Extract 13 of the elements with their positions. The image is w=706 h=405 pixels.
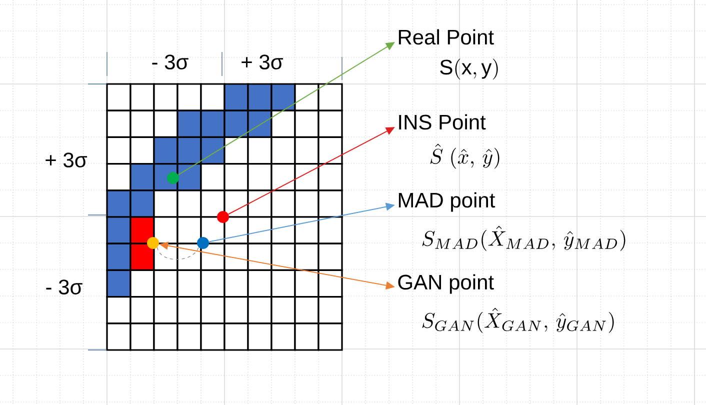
point-label: GAN point $S_{GAN}(\hat{X}_{GAN},\,\hat{y}_{GAN})$ (398, 274, 614, 333)
point-label: MAD point $S_{MAD}(\hat{X}_{MAD},\,\hat{y}_{MAD})$ (398, 192, 626, 251)
point-marker (167, 172, 179, 184)
dashed-arc (157, 247, 199, 260)
point-marker (197, 237, 209, 249)
point-marker (217, 211, 229, 223)
point-marker (147, 237, 159, 249)
axis-label: - 3σ (152, 54, 188, 70)
point-label: Real Point $\mathrm{S(x,y)}$ (398, 29, 498, 80)
axis-label: + 3σ (46, 152, 88, 168)
axis-label: - 3σ (46, 280, 82, 294)
point-label: INS Point $\hat{S}\ (\hat{x},\,\hat{y})$ (399, 114, 500, 169)
axis-label: + 3σ (242, 54, 284, 70)
